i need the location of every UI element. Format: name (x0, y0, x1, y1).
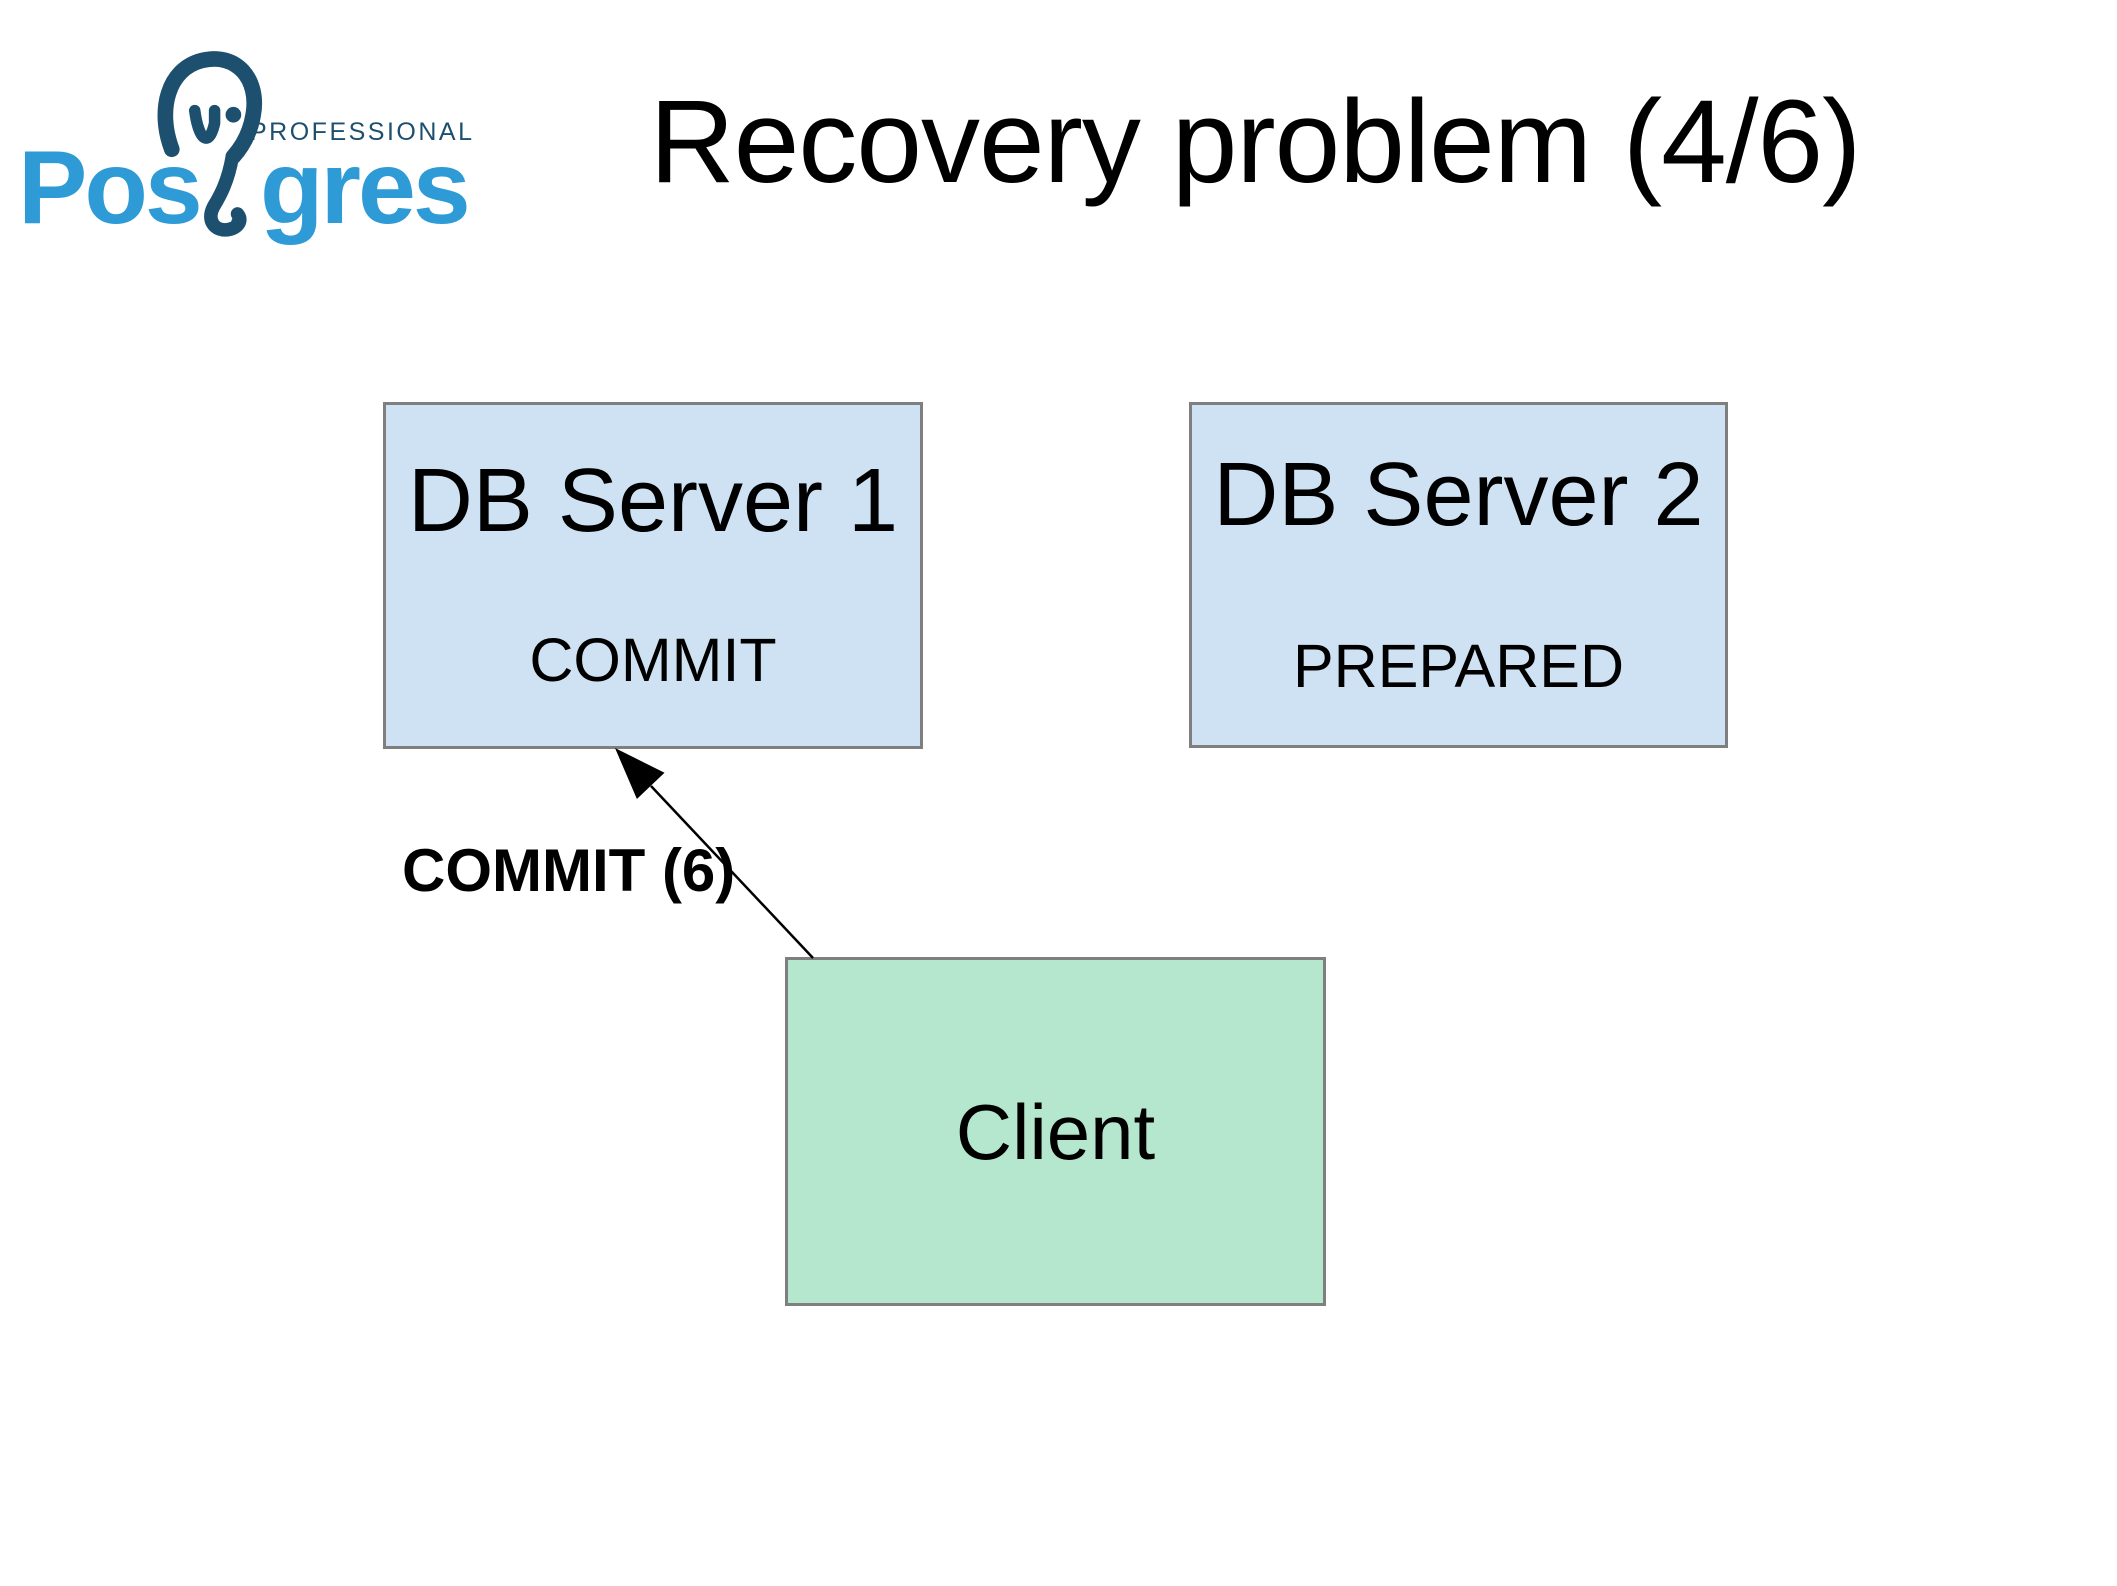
arrowhead-icon (615, 748, 665, 799)
node-db-server-2: DB Server 2 PREPARED (1189, 402, 1728, 748)
node-client-label: Client (955, 1087, 1156, 1176)
edge-label-commit-6: COMMIT (6) (402, 837, 736, 904)
node-db-server-1: DB Server 1 COMMIT (383, 402, 923, 749)
logo-text-professional: PROFESSIONAL (250, 118, 475, 146)
node-db-server-1-status: COMMIT (529, 626, 777, 694)
logo-text-gres: gres (260, 130, 471, 246)
node-db-server-2-label: DB Server 2 (1213, 445, 1704, 545)
slide-title: Recovery problem (4/6) (649, 76, 1862, 208)
node-db-server-1-label: DB Server 1 (407, 451, 899, 551)
node-db-server-2-status: PREPARED (1292, 632, 1625, 700)
postgres-elephant-icon (157, 51, 263, 237)
node-client: Client (785, 957, 1326, 1306)
postgres-professional-logo: Pos PROFESSIONAL gres (18, 42, 518, 252)
